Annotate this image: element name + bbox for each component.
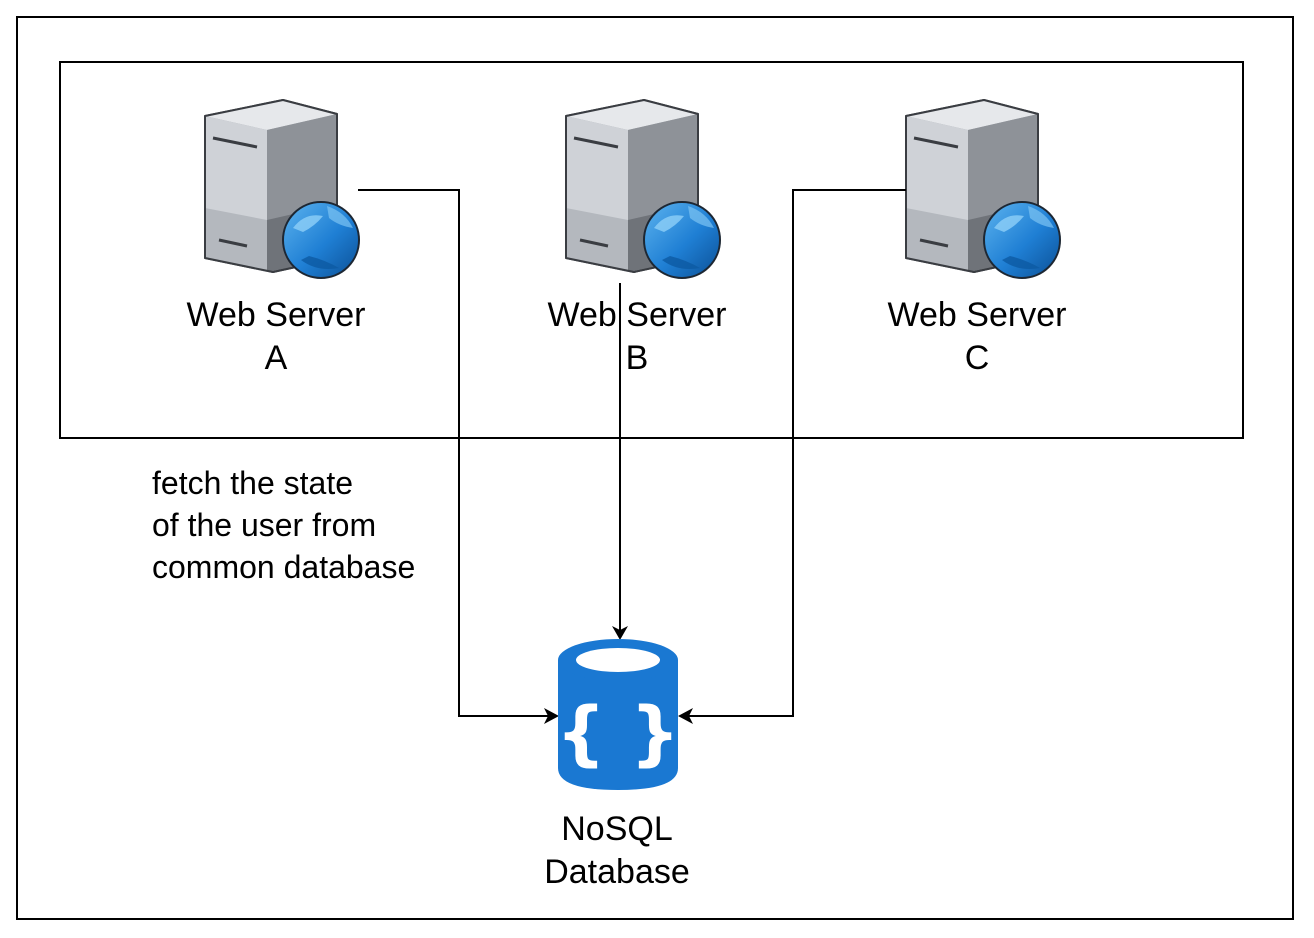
web-server-b-label: Web Server B	[532, 294, 742, 380]
web-server-c-label-line2: C	[964, 339, 990, 377]
outer-frame	[16, 16, 1294, 920]
arrowhead-b	[612, 626, 628, 640]
connector-c-to-db	[688, 189, 906, 717]
web-server-a-label-line1: Web Server	[186, 296, 366, 334]
arrowhead-a	[544, 708, 559, 724]
note-line3: common database	[152, 549, 416, 585]
web-server-c-icon	[904, 98, 1062, 280]
web-server-a-label-line2: A	[264, 339, 288, 377]
note-line1: fetch the state	[152, 465, 354, 501]
db-label-line1: NoSQL	[561, 810, 673, 848]
fetch-state-note: fetch the state of the user from common …	[152, 462, 415, 588]
arrowhead-c	[678, 708, 693, 724]
connector-a-to-db	[358, 189, 548, 717]
web-server-a-label: Web Server A	[171, 294, 381, 380]
web-server-c-label-line1: Web Server	[887, 296, 1067, 334]
note-line2: of the user from	[152, 507, 377, 543]
nosql-database-label: NoSQL Database	[517, 808, 717, 894]
web-server-group	[59, 61, 1244, 439]
web-server-c-label: Web Server C	[872, 294, 1082, 380]
db-brace-glyph: { }	[556, 692, 680, 774]
web-server-a-icon	[203, 98, 361, 280]
web-server-b-icon	[564, 98, 722, 280]
web-server-b-label-line1: Web Server	[547, 296, 727, 334]
db-label-line2: Database	[544, 853, 690, 891]
nosql-database-icon: { }	[556, 639, 680, 790]
web-server-b-label-line2: B	[625, 339, 649, 377]
